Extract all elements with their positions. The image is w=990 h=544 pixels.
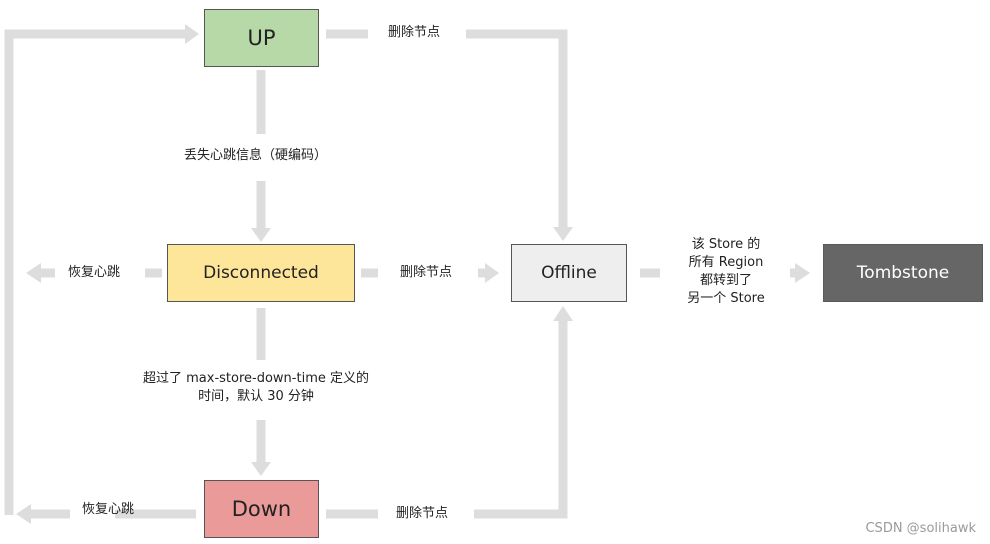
label-up-delete-node: 删除节点 — [388, 25, 441, 40]
arrowhead-restore-from-disconnected — [26, 263, 41, 283]
arrowhead-into-disconnected — [251, 228, 271, 242]
arrowhead-into-offline-from-left — [485, 263, 499, 283]
label-store-line1: 该 Store 的 — [691, 237, 761, 252]
label-store-line3: 都转到了 — [699, 273, 752, 288]
arrowhead-restore-from-down — [16, 504, 31, 524]
arrowhead-into-down — [251, 462, 271, 476]
arrowhead-into-offline-from-bottom — [553, 306, 573, 321]
label-timeout: 超过了 max-store-down-time 定义的 时间，默认 30 分钟 — [125, 370, 387, 406]
node-disconnected: Disconnected — [167, 244, 355, 302]
arrowhead-into-offline-from-top — [553, 227, 573, 241]
label-store-line4: 另一个 Store — [687, 291, 765, 306]
node-up: UP — [204, 9, 319, 67]
node-tombstone: Tombstone — [823, 244, 983, 302]
label-disconnected-delete-node: 删除节点 — [400, 265, 453, 280]
label-store-regions: 该 Store 的 所有 Region 都转到了 另一个 Store — [666, 236, 786, 308]
arrowhead-into-up — [185, 24, 199, 44]
node-down: Down — [204, 480, 319, 538]
arrow-up-to-offline-right — [466, 29, 568, 228]
label-timeout-line1: 超过了 max-store-down-time 定义的 — [143, 371, 369, 386]
label-store-line2: 所有 Region — [688, 255, 764, 270]
label-heartbeat-lost: 丢失心跳信息（硬编码） — [184, 148, 328, 163]
node-offline: Offline — [511, 244, 627, 302]
label-disconnected-restore: 恢复心跳 — [68, 265, 121, 280]
arrowhead-into-tombstone — [795, 263, 810, 283]
arrow-loop-to-up — [4, 29, 186, 515]
label-down-delete-node: 删除节点 — [396, 506, 449, 521]
arrow-down-to-offline-right — [474, 320, 568, 519]
label-down-restore: 恢复心跳 — [82, 502, 135, 517]
watermark: CSDN @solihawk — [865, 521, 976, 536]
label-timeout-line2: 时间，默认 30 分钟 — [198, 389, 314, 404]
